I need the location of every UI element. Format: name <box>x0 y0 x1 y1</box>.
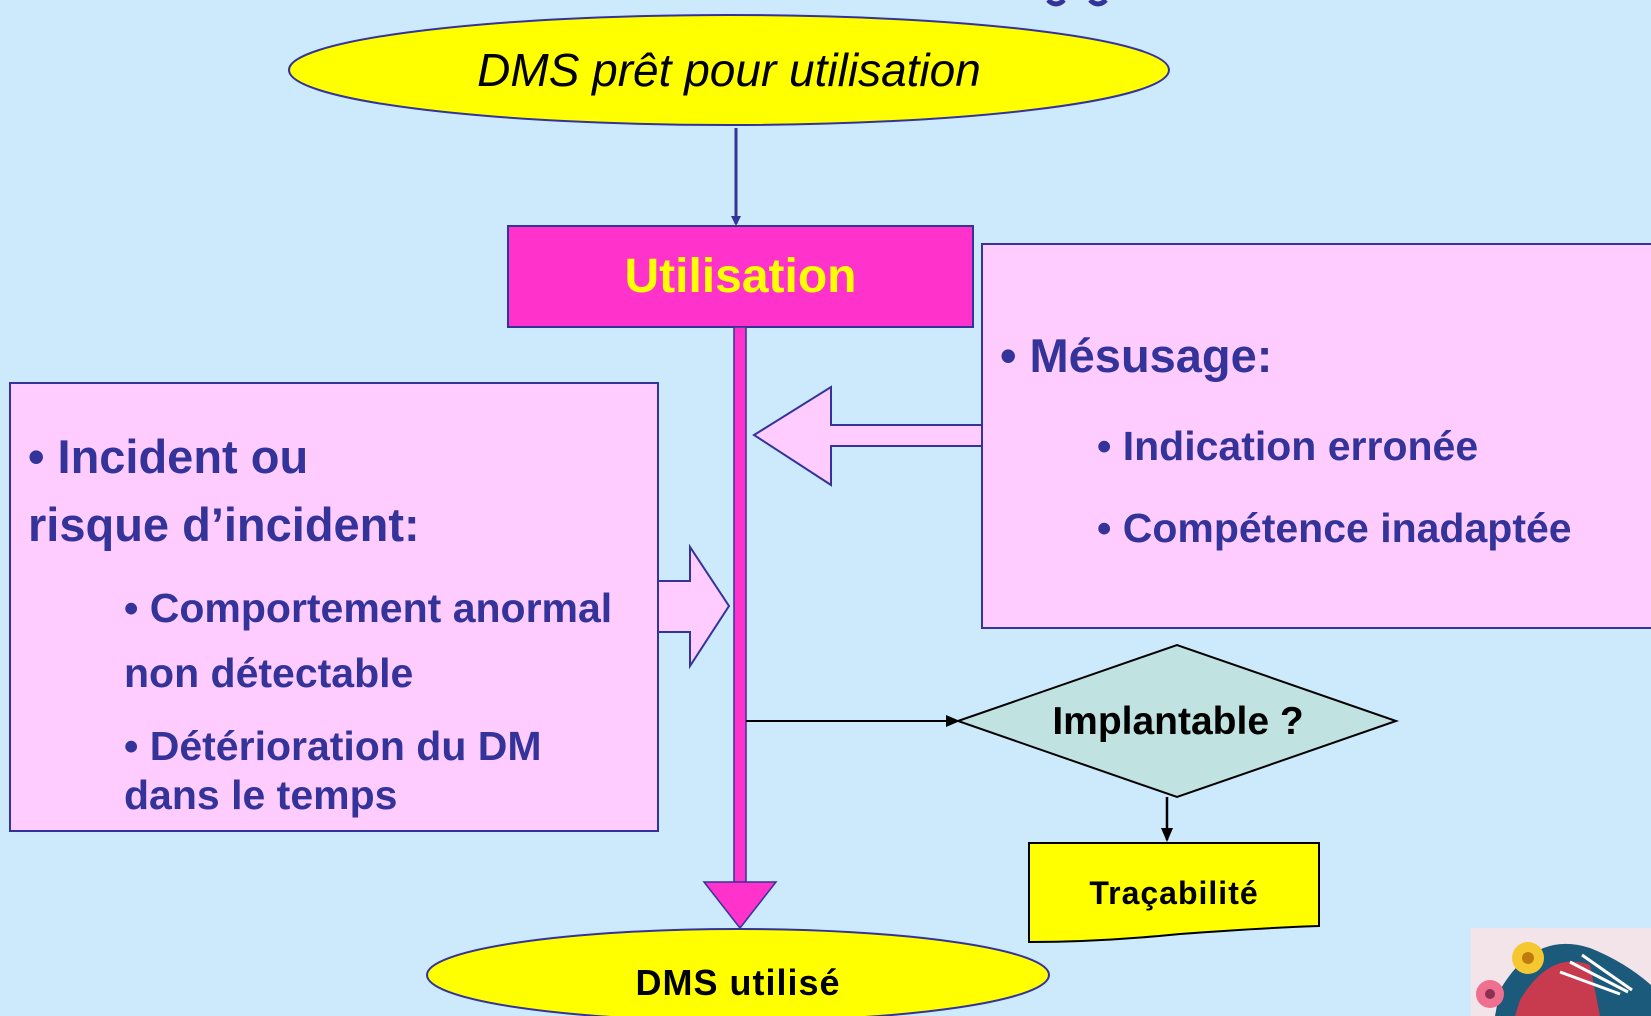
misuse-item: • Compétence inadaptée <box>1097 505 1572 551</box>
misuse-block-arrow <box>752 385 983 487</box>
flower-picture <box>1471 928 1651 1016</box>
incident-item1-line1: • Comportement anormal <box>124 585 613 631</box>
utilisation-label: Utilisation <box>624 250 857 303</box>
misuse-item: • Indication erronée <box>1097 423 1479 469</box>
main-flow-arrowhead <box>702 881 778 930</box>
title-fragment <box>1046 0 1108 7</box>
start-ellipse <box>288 14 1170 126</box>
traceability-document <box>1028 842 1320 944</box>
incident-item2-line1: • Détérioration du DM <box>124 723 542 769</box>
start-ellipse-label: DMS prêt pour utilisation <box>477 44 981 96</box>
decision-diamond <box>954 643 1400 799</box>
incident-item2-line2: dans le temps <box>124 772 398 818</box>
main-flow-shaft <box>733 326 747 886</box>
decision-label: Implantable ? <box>1052 700 1304 743</box>
misuse-box <box>981 243 1651 629</box>
incident-title-line2: risque d’incident: <box>28 498 420 551</box>
end-ellipse-label: DMS utilisé <box>635 962 841 1003</box>
misuse-title: • Mésusage: <box>1000 329 1273 382</box>
incident-title-line1: • Incident ou <box>28 430 309 483</box>
incident-box <box>9 382 659 832</box>
incident-block-arrow <box>657 543 731 670</box>
end-ellipse <box>426 928 1050 1016</box>
traceability-label: Traçabilité <box>1089 875 1259 911</box>
incident-item1-line2: non détectable <box>124 650 414 696</box>
